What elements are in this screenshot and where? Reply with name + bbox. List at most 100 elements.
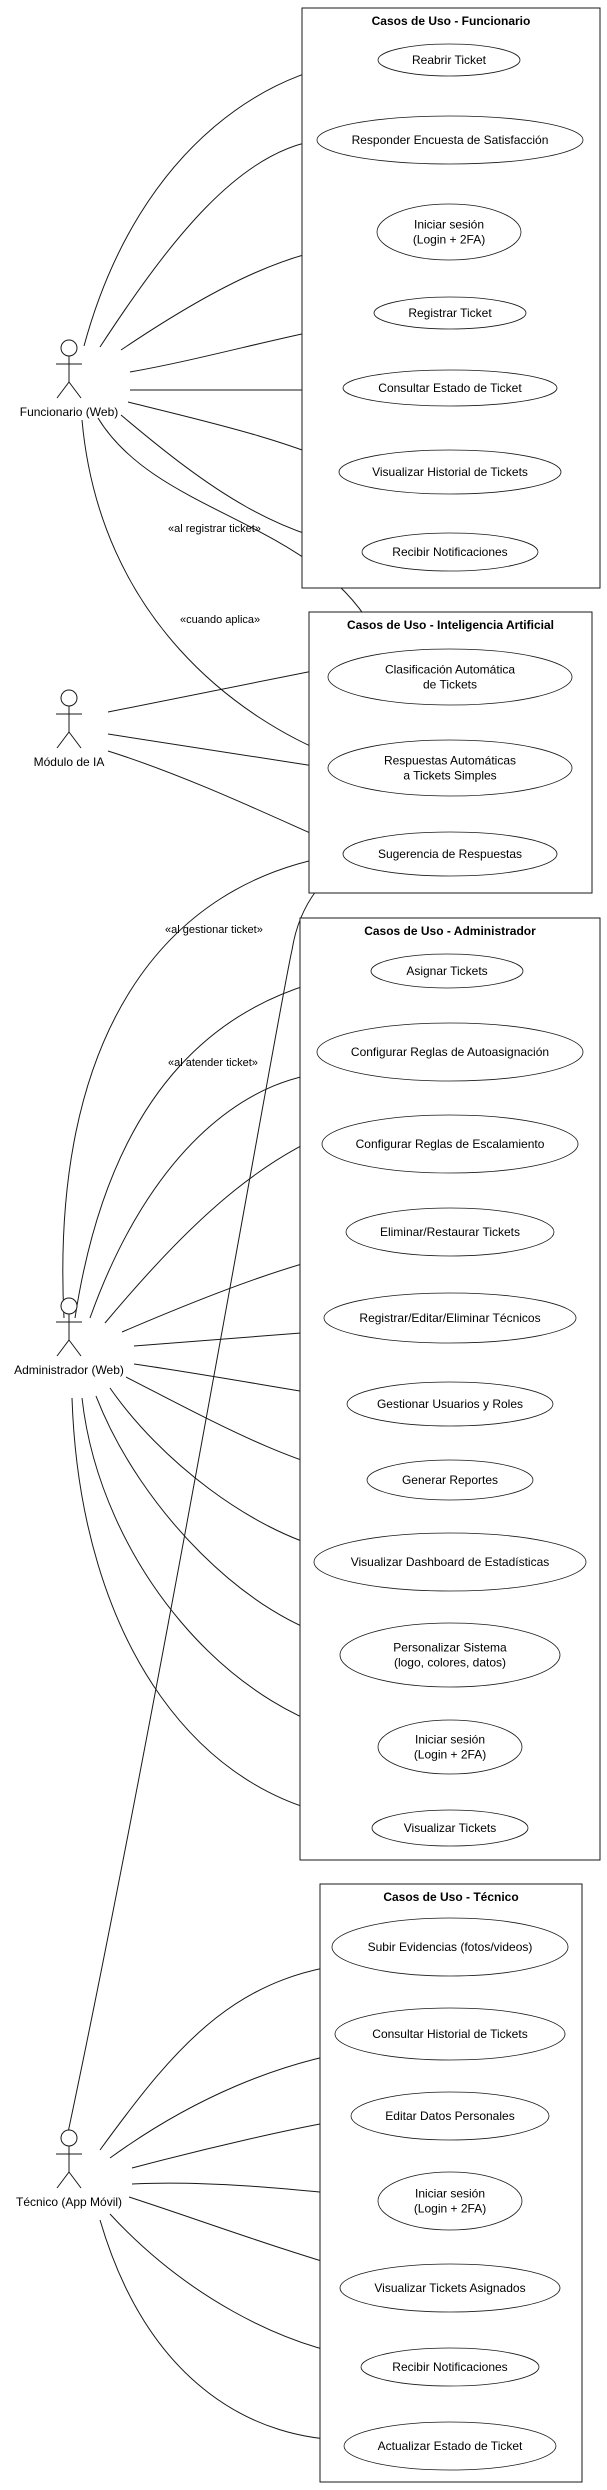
use-case-shape [342,831,558,877]
use-case-label: Generar Reportes [402,1473,498,1487]
use-case-label: Iniciar sesión [415,2187,485,2201]
use-case-t-asignados[interactable]: Visualizar Tickets Asignados [339,2263,561,2313]
use-case-label: Visualizar Tickets [404,1821,496,1835]
use-case-label: (Login + 2FA) [414,1748,486,1762]
use-case-shape [334,2007,566,2061]
use-case-a-reportes[interactable]: Generar Reportes [366,1459,534,1501]
use-case-shape [316,1022,584,1082]
use-case-shape [376,203,522,261]
use-case-a-usuarios[interactable]: Gestionar Usuarios y Roles [346,1381,554,1427]
use-case-label: Configurar Reglas de Autoasignación [351,1045,549,1059]
use-case-label: Clasificación Automática [385,663,515,677]
use-case-t-actualizar[interactable]: Actualizar Estado de Ticket [343,2421,557,2471]
package-title: Casos de Uso - Administrador [364,924,536,938]
use-case-label: Gestionar Usuarios y Roles [377,1397,523,1411]
e-ia-resp [107,733,328,769]
actor-func[interactable]: Funcionario (Web) [20,339,118,419]
package-title: Casos de Uso - Inteligencia Artificial [347,618,554,632]
use-case-label: Visualizar Dashboard de Estadísticas [351,1555,550,1569]
use-case-shape [343,2421,557,2471]
use-case-shape [361,532,539,572]
use-case-label: Editar Datos Personales [385,2109,514,2123]
use-case-t-historial[interactable]: Consultar Historial de Tickets [334,2007,566,2061]
use-case-shape [360,2347,540,2387]
stick-figure-icon [56,339,82,399]
use-case-f-encuesta[interactable]: Responder Encuesta de Satisfacción [316,115,584,165]
use-case-a-dashboard[interactable]: Visualizar Dashboard de Estadísticas [313,1532,587,1592]
use-case-a-autoasig[interactable]: Configurar Reglas de Autoasignación [316,1022,584,1082]
use-case-f-notif[interactable]: Recibir Notificaciones [361,532,539,572]
use-case-label: Actualizar Estado de Ticket [378,2439,523,2453]
e-tec-sug [65,865,349,2143]
use-case-label: Recibir Notificaciones [392,545,507,559]
use-case-t-editar[interactable]: Editar Datos Personales [350,2091,550,2141]
e-func-encuesta [99,139,321,348]
use-case-a-visualizar[interactable]: Visualizar Tickets [371,1809,529,1847]
edge-label-func-clasif: «al registrar ticket» [168,523,261,535]
use-case-t-login[interactable]: Iniciar sesión(Login + 2FA) [377,2171,523,2231]
package-title: Casos de Uso - Técnico [383,1890,518,1904]
use-case-label: Visualizar Tickets Asignados [374,2281,525,2295]
use-case-shape [371,1809,529,1847]
package-ia: Casos de Uso - Inteligencia ArtificialCl… [308,611,593,894]
use-case-shape [331,1917,569,1977]
use-case-a-tecnicos[interactable]: Registrar/Editar/Eliminar Técnicos [323,1292,577,1344]
use-case-label: Asignar Tickets [406,964,487,978]
use-case-label: Configurar Reglas de Escalamiento [356,1137,545,1151]
use-case-t-notif[interactable]: Recibir Notificaciones [360,2347,540,2387]
use-case-label: Recibir Notificaciones [392,2360,507,2374]
stick-figure-icon [56,689,82,749]
use-case-shape [377,2171,523,2231]
use-case-label: (Login + 2FA) [414,2202,486,2216]
use-case-label: Sugerencia de Respuestas [378,847,522,861]
e-admin-sug [62,853,346,1319]
use-case-label: Consultar Estado de Ticket [378,381,522,395]
use-case-f-reabrir[interactable]: Reabrir Ticket [377,43,521,77]
use-case-label: Iniciar sesión [414,218,484,232]
actor-admin[interactable]: Administrador (Web) [14,1297,124,1377]
use-case-f-registrar[interactable]: Registrar Ticket [373,296,527,330]
use-case-shape [345,1207,555,1257]
use-case-a-personalizar[interactable]: Personalizar Sistema(logo, colores, dato… [339,1622,561,1688]
use-case-shape [339,2263,561,2313]
actor-tec[interactable]: Técnico (App Móvil) [16,2129,122,2209]
use-case-a-asignar[interactable]: Asignar Tickets [370,953,524,989]
use-case-a-login[interactable]: Iniciar sesión(Login + 2FA) [377,1719,523,1775]
use-case-f-historial[interactable]: Visualizar Historial de Tickets [338,449,562,495]
use-case-f-login[interactable]: Iniciar sesión(Login + 2FA) [376,203,522,261]
edge-label-func-resp: «cuando aplica» [180,614,260,626]
use-case-label: Visualizar Historial de Tickets [372,465,528,479]
use-case-shape [346,1381,554,1427]
use-case-shape [313,1532,587,1592]
use-case-label: Reabrir Ticket [412,53,487,67]
use-case-label: Iniciar sesión [415,1733,485,1747]
use-case-label: Personalizar Sistema [393,1641,507,1655]
actor-ia[interactable]: Módulo de IA [34,689,105,769]
actor-name: Módulo de IA [34,755,105,769]
use-case-label: Respuestas Automáticas [384,754,516,768]
use-case-a-elim[interactable]: Eliminar/Restaurar Tickets [345,1207,555,1257]
use-case-label: Responder Encuesta de Satisfacción [352,133,549,147]
e-ia-clasif [107,666,334,713]
use-case-shape [327,648,573,706]
use-case-label: Subir Evidencias (fotos/videos) [368,1940,533,1954]
use-case-t-evidencias[interactable]: Subir Evidencias (fotos/videos) [331,1917,569,1977]
edge-labels: «al registrar ticket»«cuando aplica»«al … [165,523,263,1069]
use-case-shape [323,1292,577,1344]
use-case-label: a Tickets Simples [403,769,496,783]
use-case-shape [377,1719,523,1775]
stick-figure-icon [56,2129,82,2189]
use-case-ia-sug[interactable]: Sugerencia de Respuestas [342,831,558,877]
use-case-label: (logo, colores, datos) [394,1656,506,1670]
e-func-clasif [97,417,385,652]
use-case-a-escal[interactable]: Configurar Reglas de Escalamiento [321,1114,579,1174]
use-case-shape [373,296,527,330]
use-case-f-consultar[interactable]: Consultar Estado de Ticket [342,369,558,407]
actors: Funcionario (Web) Módulo de IA Administrad… [14,339,124,2209]
use-case-shape [327,739,573,797]
